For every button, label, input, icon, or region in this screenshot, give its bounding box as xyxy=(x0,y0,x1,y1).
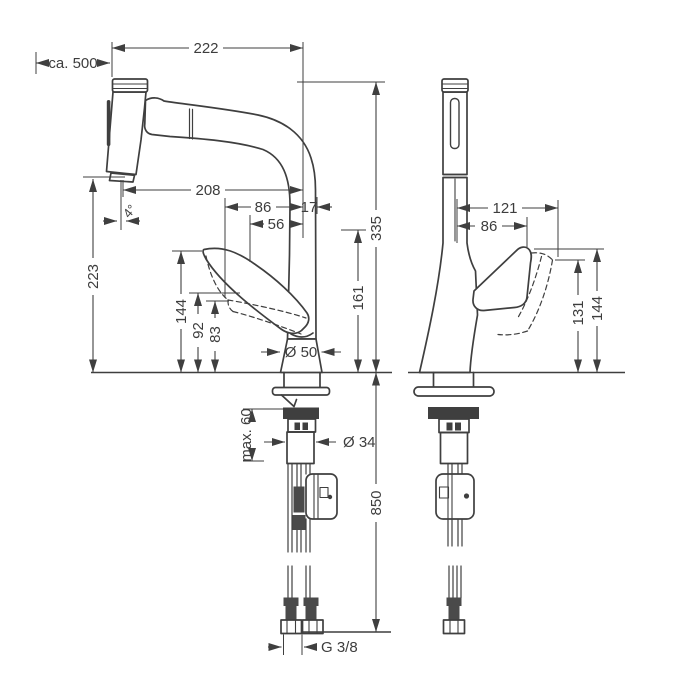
dim-144-front-label: 144 xyxy=(589,296,606,321)
front-body xyxy=(418,176,479,374)
dim-17-label: 17 xyxy=(301,199,318,216)
side-view-faucet xyxy=(105,78,338,635)
dim-92-label: 92 xyxy=(190,322,207,339)
front-weight-hole xyxy=(438,486,450,499)
compression-fitting xyxy=(283,597,299,606)
dim-d34-label: Ø 34 xyxy=(343,434,376,451)
front-hose-weight xyxy=(435,473,475,520)
front-fixing-screw xyxy=(455,422,461,431)
front-view-faucet xyxy=(413,78,554,635)
front-fixing-screw xyxy=(446,422,453,431)
dim-335-label: 335 xyxy=(368,216,385,241)
spray-head-cap xyxy=(111,78,149,93)
handle-lever xyxy=(202,247,310,335)
hex-nut xyxy=(301,619,324,635)
front-weight-pin xyxy=(463,493,470,499)
fixing-screw xyxy=(302,422,308,430)
dim-4deg-label: 4° xyxy=(120,202,139,221)
dim-223-label: 223 xyxy=(85,264,102,289)
dim-56-label: 56 xyxy=(268,216,285,233)
threaded-shank xyxy=(286,431,315,465)
hose-weight-pin xyxy=(327,494,333,500)
dim-850-label: 850 xyxy=(368,490,385,515)
front-mounting-flange xyxy=(413,386,495,397)
hose-connector-upper xyxy=(293,486,305,513)
dim-131-label: 131 xyxy=(570,300,587,325)
front-threaded-shank xyxy=(439,431,469,465)
spout-joint-line xyxy=(188,108,194,140)
dim-86-label: 86 xyxy=(255,199,272,216)
handle-pivot-arc xyxy=(290,332,314,338)
front-spray-head xyxy=(442,91,468,176)
front-head-slot xyxy=(449,97,460,150)
hose-weight-hole xyxy=(319,486,329,499)
dim-ca500-label: ca. 500 xyxy=(48,55,97,72)
front-fixing-bracket xyxy=(438,418,470,434)
hose-fittings xyxy=(280,597,324,635)
front-base-under-deck xyxy=(432,371,475,388)
base-under-deck xyxy=(283,371,321,389)
counter-deck-lines xyxy=(91,371,625,633)
hose-connector-lower xyxy=(292,515,306,530)
dimension-labels: 222 ca. 500 208 86 17 56 223 4° 144 92 8… xyxy=(48,40,606,656)
spray-head-slot xyxy=(106,100,111,146)
dim-83-label: 83 xyxy=(207,326,224,343)
hex-nut xyxy=(442,619,466,635)
dim-161-label: 161 xyxy=(350,285,367,310)
seal-ring xyxy=(283,407,319,419)
front-hoses xyxy=(447,462,463,599)
compression-fitting xyxy=(305,606,317,620)
dim-144-label: 144 xyxy=(173,299,190,324)
spray-head-cap-lines xyxy=(111,83,149,90)
compression-fitting xyxy=(448,606,460,620)
hose-weight-seams xyxy=(313,473,319,520)
front-spray-cap xyxy=(441,78,469,93)
compression-fitting xyxy=(446,597,462,606)
front-handle-dashed xyxy=(497,252,554,336)
mounting-hook xyxy=(280,394,298,408)
dim-g38-label: G 3/8 xyxy=(321,639,358,656)
dim-max60-label: max. 60 xyxy=(238,408,255,461)
front-joint-line xyxy=(442,173,468,179)
supply-hoses xyxy=(287,462,311,599)
compression-fitting xyxy=(285,606,297,620)
hex-nut xyxy=(280,619,303,635)
hose-weight xyxy=(305,473,338,520)
fixing-screw xyxy=(294,422,300,430)
dim-121-label: 121 xyxy=(492,200,517,217)
front-seal-ring xyxy=(428,407,479,419)
front-cap-lines xyxy=(441,83,469,90)
fixing-bracket xyxy=(287,418,317,433)
compression-fitting xyxy=(303,597,319,606)
dim-208-label: 208 xyxy=(195,182,220,199)
spray-head xyxy=(105,91,147,176)
dim-86-front-label: 86 xyxy=(481,218,498,235)
front-handle-lever xyxy=(472,246,533,312)
dim-222-label: 222 xyxy=(193,40,218,57)
dim-d50-label: Ø 50 xyxy=(285,344,318,361)
front-hose-fitting xyxy=(442,597,466,635)
dimension-lines xyxy=(35,42,604,655)
mounting-flange xyxy=(271,386,331,396)
